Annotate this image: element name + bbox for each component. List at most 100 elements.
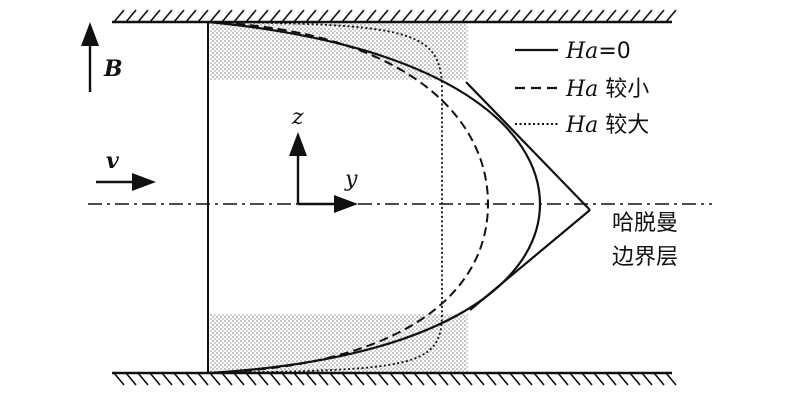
bottom-boundary-layer-zone bbox=[210, 314, 468, 372]
wall-hatch-line bbox=[569, 372, 581, 386]
wall-hatch-line bbox=[593, 372, 605, 386]
bottom-wall bbox=[112, 371, 677, 386]
wall-hatch-line bbox=[305, 9, 317, 23]
wall-hatch-line bbox=[413, 372, 425, 386]
wall-hatch-line bbox=[605, 372, 617, 386]
legend-var-1: Ha bbox=[565, 39, 598, 64]
wall-hatch-line bbox=[269, 372, 281, 386]
velocity-label: v bbox=[106, 148, 119, 174]
wall-hatch-line bbox=[665, 372, 677, 386]
top-boundary-layer-zone bbox=[210, 22, 468, 80]
pointer-line-bottom bbox=[469, 209, 591, 311]
wall-hatch-line bbox=[197, 372, 209, 386]
wall-hatch-line bbox=[473, 9, 485, 23]
wall-hatch-line bbox=[617, 9, 629, 23]
wall-hatch-line bbox=[161, 9, 173, 23]
wall-hatch-line bbox=[305, 372, 317, 386]
wall-hatch-line bbox=[185, 9, 197, 23]
wall-hatch-line bbox=[437, 372, 449, 386]
axis-z-label: z bbox=[291, 105, 304, 130]
wall-hatch-line bbox=[605, 9, 617, 23]
wall-hatch-line bbox=[149, 372, 161, 386]
svg-text:Ha 较大: Ha 较大 bbox=[565, 113, 649, 138]
wall-hatch-line bbox=[125, 9, 137, 23]
wall-hatch-line bbox=[125, 372, 137, 386]
wall-hatch-line bbox=[521, 372, 533, 386]
wall-hatch-line bbox=[473, 372, 485, 386]
legend-suffix-3: 较大 bbox=[598, 113, 649, 138]
wall-hatch-line bbox=[437, 9, 449, 23]
wall-hatch-line bbox=[329, 372, 341, 386]
wall-hatch-line bbox=[221, 9, 233, 23]
legend-suffix-2: 较小 bbox=[598, 77, 649, 102]
profile-ha-large bbox=[207, 21, 443, 374]
wall-hatch-line bbox=[197, 9, 209, 23]
wall-hatch-line bbox=[653, 372, 665, 386]
wall-hatch-line bbox=[281, 372, 293, 386]
wall-hatch-line bbox=[581, 372, 593, 386]
top-wall bbox=[112, 9, 677, 24]
svg-text:Ha=0: Ha=0 bbox=[565, 39, 631, 64]
profile-ha-zero bbox=[207, 20, 542, 375]
wall-hatch-line bbox=[329, 9, 341, 23]
wall-hatch-line bbox=[653, 9, 665, 23]
legend: Ha=0 Ha 较小 Ha 较大 bbox=[515, 39, 649, 138]
wall-hatch-line bbox=[509, 372, 521, 386]
wall-hatch-line bbox=[365, 9, 377, 23]
legend-item-dashed: Ha 较小 bbox=[515, 77, 649, 102]
wall-hatch-line bbox=[113, 9, 125, 23]
svg-text:Ha 较小: Ha 较小 bbox=[565, 77, 649, 102]
legend-var-2: Ha bbox=[565, 77, 598, 102]
legend-item-solid: Ha=0 bbox=[515, 39, 631, 64]
wall-hatch-line bbox=[449, 9, 461, 23]
wall-hatch-line bbox=[665, 9, 677, 23]
wall-hatch-line bbox=[497, 372, 509, 386]
wall-hatch-line bbox=[401, 372, 413, 386]
wall-hatch-line bbox=[281, 9, 293, 23]
wall-hatch-line bbox=[545, 372, 557, 386]
wall-hatch-line bbox=[293, 372, 305, 386]
wall-hatch-line bbox=[641, 372, 653, 386]
wall-hatch-line bbox=[341, 372, 353, 386]
wall-hatch-line bbox=[521, 9, 533, 23]
wall-hatch-line bbox=[557, 372, 569, 386]
profile-ha-small bbox=[207, 21, 490, 374]
wall-hatch-line bbox=[353, 9, 365, 23]
magnetic-field-arrow-icon bbox=[81, 22, 99, 92]
wall-hatch-line bbox=[365, 372, 377, 386]
wall-hatch-line bbox=[149, 9, 161, 23]
wall-hatch-line bbox=[317, 372, 329, 386]
wall-hatch-line bbox=[485, 9, 497, 23]
pointer-line-top bbox=[465, 81, 591, 211]
wall-hatch-line bbox=[245, 372, 257, 386]
wall-hatch-line bbox=[629, 9, 641, 23]
wall-hatch-line bbox=[485, 372, 497, 386]
wall-hatch-line bbox=[425, 372, 437, 386]
wall-hatch-line bbox=[377, 372, 389, 386]
wall-hatch-line bbox=[161, 372, 173, 386]
wall-hatch-line bbox=[629, 372, 641, 386]
wall-hatch-line bbox=[257, 9, 269, 23]
wall-hatch-line bbox=[185, 372, 197, 386]
wall-hatch-line bbox=[461, 9, 473, 23]
legend-item-dotted: Ha 较大 bbox=[515, 113, 649, 138]
coordinate-axes-icon bbox=[289, 132, 358, 213]
wall-hatch-line bbox=[641, 9, 653, 23]
wall-hatch-line bbox=[425, 9, 437, 23]
velocity-arrow-icon bbox=[96, 173, 156, 191]
wall-hatch-line bbox=[113, 372, 125, 386]
wall-hatch-line bbox=[557, 9, 569, 23]
wall-hatch-line bbox=[209, 372, 221, 386]
wall-hatch-line bbox=[173, 372, 185, 386]
wall-hatch-line bbox=[545, 9, 557, 23]
wall-hatch-line bbox=[461, 372, 473, 386]
wall-hatch-line bbox=[497, 9, 509, 23]
wall-hatch-line bbox=[233, 9, 245, 23]
wall-hatch-line bbox=[245, 9, 257, 23]
wall-hatch-line bbox=[569, 9, 581, 23]
wall-hatch-line bbox=[449, 372, 461, 386]
wall-hatch-line bbox=[137, 9, 149, 23]
wall-hatch-line bbox=[509, 9, 521, 23]
wall-hatch-line bbox=[221, 372, 233, 386]
